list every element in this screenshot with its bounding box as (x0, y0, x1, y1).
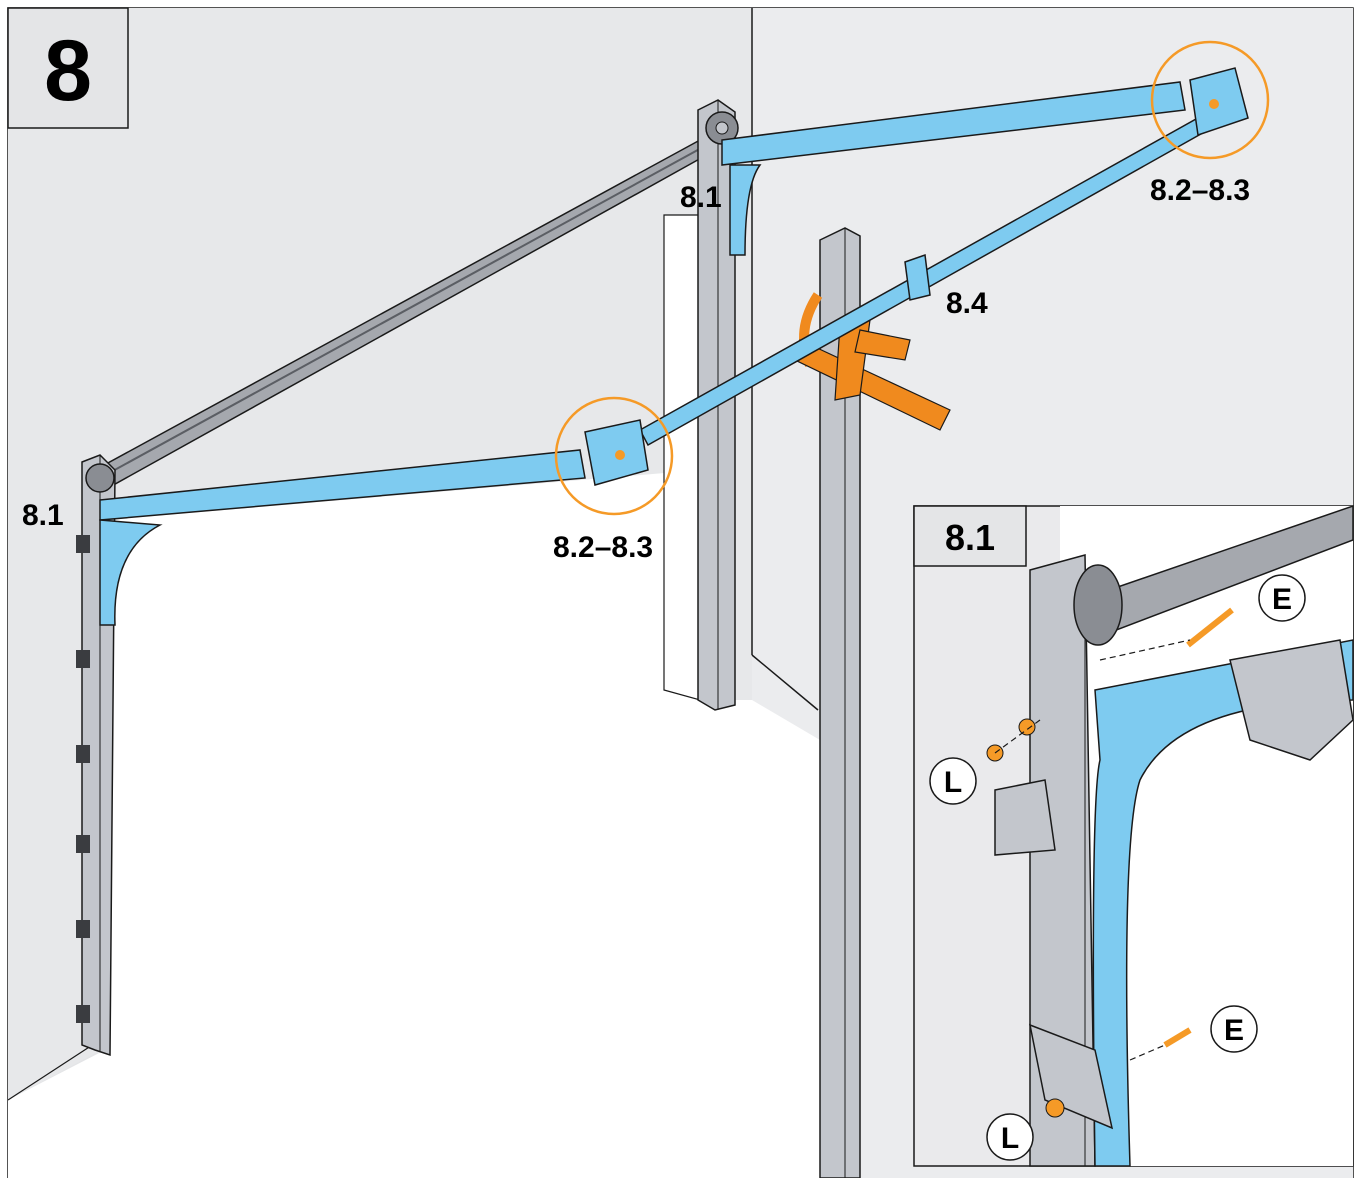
part-label-E-top: E (1258, 574, 1306, 622)
clamp (794, 292, 951, 431)
callout-left-top: 8.1 (22, 499, 64, 532)
svg-text:E: E (1272, 583, 1292, 616)
callout-brace: 8.4 (946, 287, 988, 320)
callout-bracket-right: 8.2–8.3 (1150, 174, 1250, 207)
svg-text:E: E (1224, 1014, 1244, 1047)
inset-detail-8-1: 8.1 E L E L (913, 504, 1354, 1167)
bracket-brace (904, 253, 931, 301)
part-label-L-top: L (929, 757, 977, 805)
inset-number: 8.1 (945, 517, 995, 558)
svg-text:L: L (1001, 1122, 1019, 1155)
callout-bracket-center: 8.2–8.3 (553, 531, 653, 564)
callout-center-top: 8.1 (680, 181, 722, 214)
part-label-L-bottom: L (986, 1113, 1034, 1161)
horizontal-track-front (99, 449, 586, 626)
highlight-circle-right (1150, 40, 1270, 160)
part-label-E-bottom: E (1210, 1005, 1258, 1053)
bracket-center (584, 419, 649, 486)
horizontal-track-back (721, 81, 1186, 256)
step-number: 8 (44, 23, 92, 119)
bracket-right (1189, 67, 1249, 137)
step-number-box: 8 (7, 7, 129, 129)
highlight-circle-center (554, 396, 674, 516)
svg-text:L: L (944, 766, 962, 799)
